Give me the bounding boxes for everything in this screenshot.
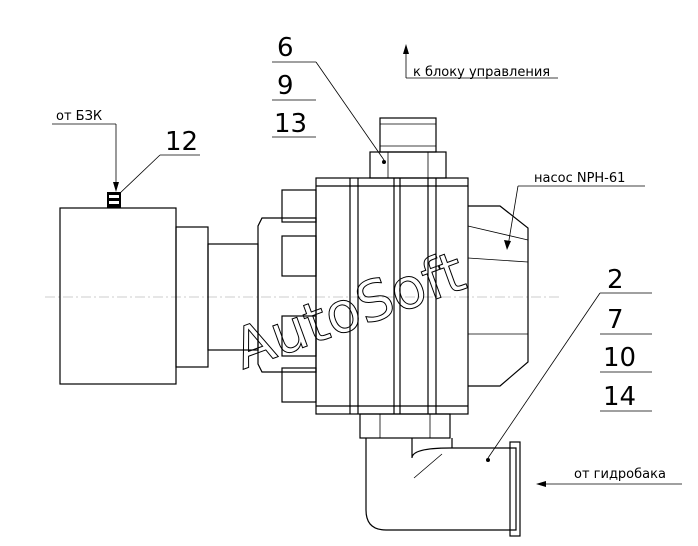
label-from-bzk: от БЗК (56, 109, 102, 124)
callout-12: 12 (165, 127, 198, 157)
callout-14: 14 (603, 382, 636, 412)
label-pump: насос NPH-61 (534, 171, 625, 186)
label-to-control-block: к блоку управления (413, 65, 550, 80)
callout-7: 7 (607, 305, 624, 335)
callout-9: 9 (277, 71, 294, 101)
electric-motor (59, 192, 259, 385)
label-from-tank: от гидробака (574, 467, 666, 482)
callout-6: 6 (277, 33, 294, 63)
leaders (52, 44, 682, 487)
elbow-fitting (359, 413, 521, 537)
callout-2: 2 (607, 265, 624, 295)
top-fitting (369, 117, 447, 179)
callout-13: 13 (274, 109, 307, 139)
callout-10: 10 (603, 343, 636, 373)
